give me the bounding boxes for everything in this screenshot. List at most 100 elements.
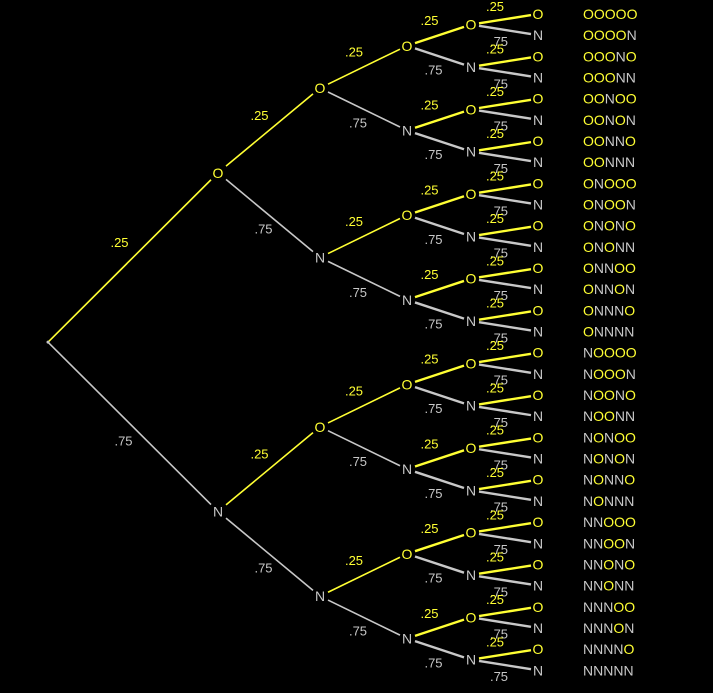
outcome-NNONO: NNONO bbox=[583, 556, 635, 572]
outcome-list: OOOOOOOOONOOONOOOONNOONOOOONONOONNOOONNN… bbox=[583, 6, 638, 678]
node-NONNO: O bbox=[533, 472, 544, 488]
prob-label-NON: .75 bbox=[349, 454, 367, 469]
outcome-NOOOO: NOOOO bbox=[583, 345, 637, 361]
outcome-ONNNO: ONNNO bbox=[583, 302, 635, 318]
node-OOO: O bbox=[402, 38, 413, 54]
branch-OO bbox=[225, 93, 314, 167]
branch-NO bbox=[225, 432, 314, 506]
node-NONO: O bbox=[466, 440, 477, 456]
node-NNNNO: O bbox=[533, 641, 544, 657]
branch-NNNNN bbox=[478, 659, 532, 671]
prob-label-NNNNN: .75 bbox=[490, 669, 508, 684]
branch-NNNNO bbox=[478, 649, 532, 660]
branch-NOONN bbox=[478, 405, 532, 417]
prob-label-NNOO: .25 bbox=[420, 521, 438, 536]
root-node bbox=[46, 340, 50, 344]
branch-OOOON bbox=[478, 24, 532, 36]
prob-label-ONONN: .75 bbox=[490, 246, 508, 261]
prob-label-OOOON: .75 bbox=[490, 34, 508, 49]
branch-OONNN bbox=[478, 151, 532, 163]
outcome-OOONN: OOONN bbox=[583, 70, 636, 86]
outcome-NNNNN: NNNNN bbox=[583, 662, 634, 678]
branch-NN bbox=[225, 517, 314, 591]
prob-label-NONO: .25 bbox=[420, 436, 438, 451]
node-NNO: O bbox=[402, 546, 413, 562]
branch-ONON bbox=[414, 216, 465, 236]
node-NONOO: O bbox=[533, 429, 544, 445]
outcome-NONNN: NONNN bbox=[583, 493, 634, 509]
outcome-ONNOO: ONNOO bbox=[583, 260, 636, 276]
prob-label-N: .75 bbox=[114, 433, 132, 448]
node-NOOO: O bbox=[466, 355, 477, 371]
node-NON: N bbox=[402, 461, 412, 477]
branch-NOOO bbox=[414, 364, 465, 383]
node-NNNON: N bbox=[533, 620, 543, 636]
outcome-ONNNN: ONNNN bbox=[583, 324, 634, 340]
prob-label-NN: .75 bbox=[254, 560, 272, 575]
prob-label-ONO: .25 bbox=[345, 214, 363, 229]
outcome-NOONN: NOONN bbox=[583, 408, 635, 424]
node-OOON: N bbox=[466, 59, 476, 75]
branch-NOOON bbox=[478, 363, 532, 374]
prob-label-NNON: .75 bbox=[424, 571, 442, 586]
node-NN: N bbox=[315, 588, 325, 604]
prob-label-ONNNO: .25 bbox=[486, 296, 504, 311]
branch-OOO bbox=[327, 48, 401, 85]
branch-NNONN bbox=[478, 575, 532, 586]
branch-NONNO bbox=[478, 479, 532, 491]
node-ON: N bbox=[315, 249, 325, 265]
prob-label-NOO: .25 bbox=[345, 383, 363, 398]
prob-label-NOONO: .25 bbox=[486, 380, 504, 395]
outcome-NONON: NONON bbox=[583, 451, 635, 467]
node-NNOO: O bbox=[466, 525, 477, 541]
branch-NNOO bbox=[414, 533, 465, 553]
branch-ONNN bbox=[414, 301, 465, 320]
node-NNOON: N bbox=[533, 535, 543, 551]
node-ONNOO: O bbox=[533, 260, 544, 276]
node-OONON: N bbox=[533, 112, 543, 128]
prob-label-NONN: .75 bbox=[424, 486, 442, 501]
outcome-OONOO: OONOO bbox=[583, 91, 637, 107]
outcome-ONONO: ONONO bbox=[583, 218, 636, 234]
node-ONNO: O bbox=[466, 271, 477, 287]
branch-NNNO bbox=[414, 618, 465, 638]
branch-OOONN bbox=[478, 67, 532, 78]
branch-NNOOO bbox=[478, 522, 532, 533]
prob-label-NONNO: .25 bbox=[486, 465, 504, 480]
outcome-OONON: OONON bbox=[583, 112, 636, 128]
node-OONNO: O bbox=[533, 133, 544, 149]
prob-label-NNN: .75 bbox=[349, 624, 367, 639]
outcome-NNOOO: NNOOO bbox=[583, 514, 636, 530]
node-NOONO: O bbox=[533, 387, 544, 403]
node-ONO: O bbox=[402, 207, 413, 223]
prob-label-ONONO: .25 bbox=[486, 211, 504, 226]
prob-label-OONNN: .75 bbox=[490, 161, 508, 176]
outcome-ONOOO: ONOOO bbox=[583, 175, 637, 191]
outcome-NONOO: NONOO bbox=[583, 429, 636, 445]
prob-label-ONN: .75 bbox=[349, 285, 367, 300]
prob-label-NNONN: .75 bbox=[490, 584, 508, 599]
outcome-ONONN: ONONN bbox=[583, 239, 635, 255]
node-NO: O bbox=[315, 419, 326, 435]
branch-ONNO bbox=[414, 279, 465, 299]
node-OOONN: N bbox=[533, 70, 543, 86]
node-OOOOO: O bbox=[533, 6, 544, 22]
node-NONNN: N bbox=[533, 493, 543, 509]
prob-label-OONOO: .25 bbox=[486, 84, 504, 99]
branch-ONNOO bbox=[478, 267, 532, 279]
prob-label-NNONO: .25 bbox=[486, 550, 504, 565]
branch-ONONN bbox=[478, 236, 532, 247]
branch-OOOO bbox=[414, 25, 465, 45]
node-ONOON: N bbox=[533, 197, 543, 213]
branch-NOO bbox=[327, 387, 401, 424]
branch-NNONO bbox=[478, 564, 532, 575]
branch-NON bbox=[327, 429, 401, 467]
outcome-NNONN: NNONN bbox=[583, 578, 634, 594]
node-NNOOO: O bbox=[533, 514, 544, 530]
prob-label-OO: .25 bbox=[250, 108, 268, 123]
prob-label-OON: .75 bbox=[349, 116, 367, 131]
outcome-NNOON: NNOON bbox=[583, 535, 635, 551]
outcome-OOONO: OOONO bbox=[583, 48, 637, 64]
node-OONNN: N bbox=[533, 154, 543, 170]
outcome-NOOON: NOOON bbox=[583, 366, 636, 382]
